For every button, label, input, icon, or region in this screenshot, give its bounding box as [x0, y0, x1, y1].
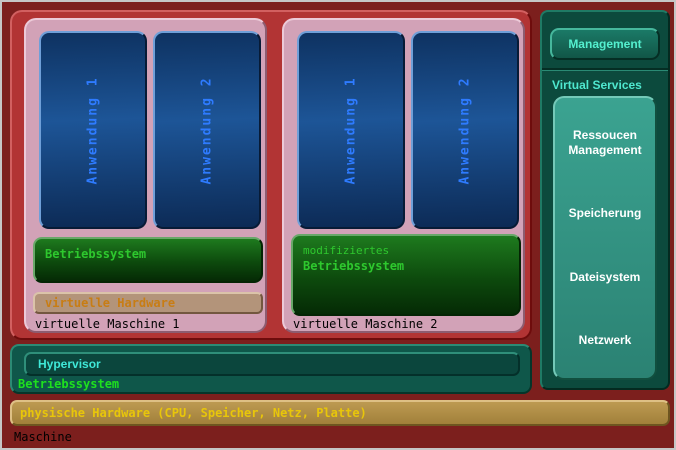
service-item-network: Netzwerk — [578, 332, 632, 347]
guest-os-prefix-label: modifiziertes — [303, 244, 390, 257]
application-1-label: Anwendung 1 — [343, 75, 359, 185]
application-2-label: Anwendung 2 — [457, 75, 473, 185]
machine-label: Maschine — [14, 430, 72, 444]
service-item-storage: Speicherung — [568, 206, 642, 221]
physical-hardware-bar: physische Hardware (CPU, Speicher, Netz,… — [10, 400, 670, 426]
application-1-box: Anwendung 1 — [297, 31, 405, 229]
virtual-hardware-bar: virtuelle Hardware — [33, 292, 263, 314]
virtual-machine-1-card: Anwendung 1 Anwendung 2 Betriebssystem v… — [24, 18, 267, 333]
guest-os-label-vm2: Betriebssystem — [303, 259, 405, 273]
application-1-box: Anwendung 1 — [39, 31, 147, 229]
hypervisor-label: Hypervisor — [38, 357, 101, 371]
guest-os-box-vm2: modifiziertes Betriebssystem — [291, 234, 521, 316]
host-os-label: Betriebssystem — [18, 377, 120, 391]
service-item-filesystem: Dateisystem — [569, 269, 641, 284]
management-section: Management — [542, 12, 668, 70]
guest-os-box-vm1: Betriebssystem — [33, 237, 263, 283]
management-button-label: Management — [568, 37, 642, 51]
vm-host-container: Anwendung 1 Anwendung 2 Betriebssystem v… — [10, 10, 532, 340]
management-button[interactable]: Management — [550, 28, 660, 60]
application-2-box: Anwendung 2 — [411, 31, 519, 229]
vm1-name-label: virtuelle Maschine 1 — [35, 317, 180, 331]
virtual-hardware-label: virtuelle Hardware — [45, 296, 176, 310]
physical-hardware-label: physische Hardware (CPU, Speicher, Netz,… — [20, 406, 367, 420]
vm2-name-label: virtuelle Maschine 2 — [293, 317, 438, 331]
application-1-label: Anwendung 1 — [85, 75, 101, 185]
application-2-box: Anwendung 2 — [153, 31, 261, 229]
services-list-box: Ressoucen Management Speicherung Dateisy… — [553, 96, 657, 380]
hypervisor-bar: Hypervisor — [24, 352, 520, 376]
service-item-resource-management: Ressoucen Management — [568, 128, 642, 158]
application-2-label: Anwendung 2 — [199, 75, 215, 185]
host-os-layer: Hypervisor Betriebssystem — [10, 344, 532, 394]
virtual-services-title: Virtual Services — [552, 78, 642, 92]
virtual-services-panel: Management Virtual Services Ressoucen Ma… — [540, 10, 670, 390]
guest-os-label-vm1: Betriebssystem — [45, 247, 147, 261]
virtual-machine-2-card: Anwendung 1 Anwendung 2 modifiziertes Be… — [282, 18, 525, 333]
